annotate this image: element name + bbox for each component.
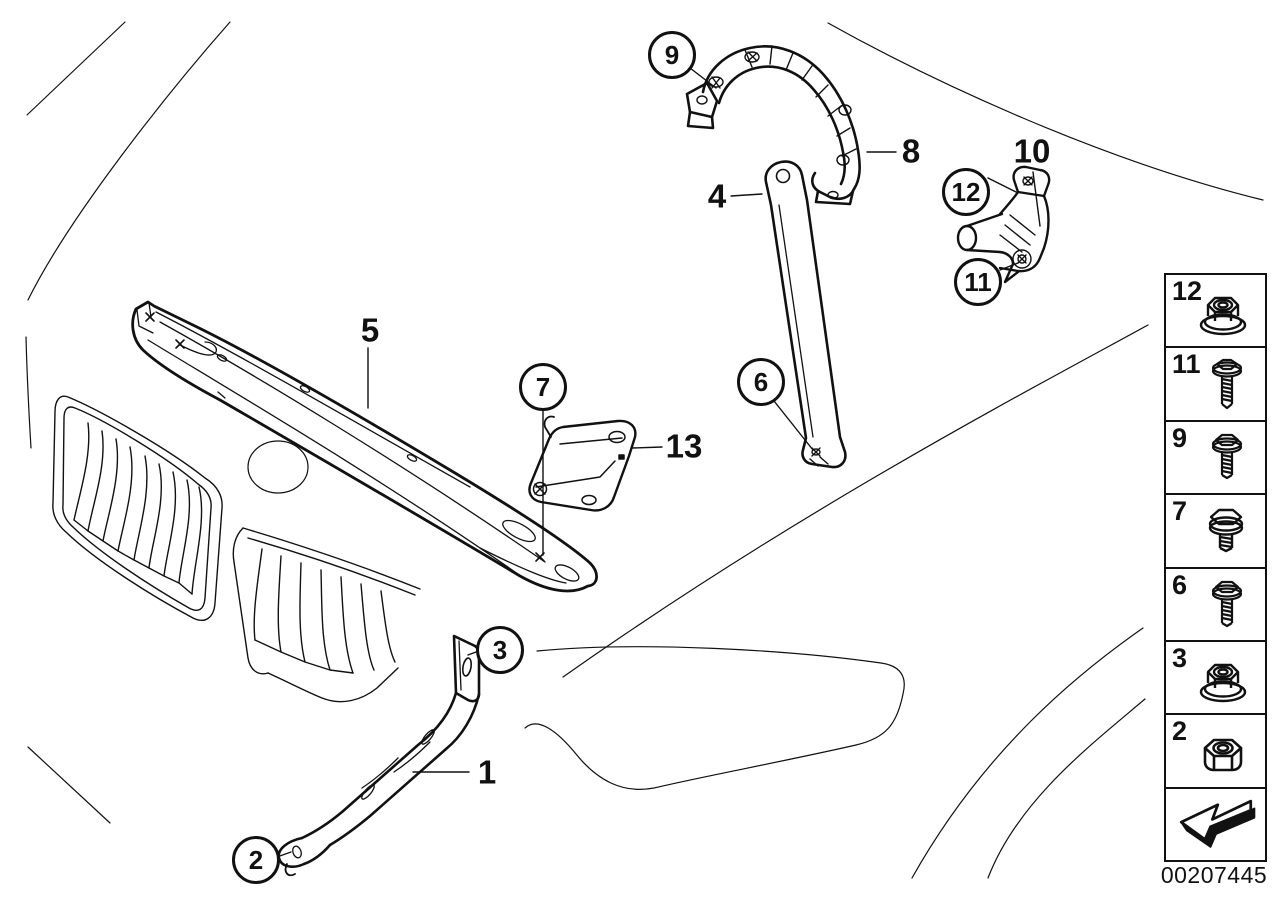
legend-number: 11 [1172, 349, 1201, 380]
callout-circle-6[interactable]: 6 [737, 358, 785, 406]
callout-circle-12[interactable]: 12 [942, 168, 990, 216]
image-code: 00207445 [1160, 862, 1268, 888]
part-8-arch-bracket [685, 45, 861, 206]
callout-number: 7 [535, 372, 551, 402]
callout-circle-11[interactable]: 11 [954, 258, 1002, 306]
hex-nut-icon [1203, 738, 1242, 772]
direction-arrow-icon [1179, 800, 1255, 849]
fastener-legend: 12 11 9 [1164, 273, 1267, 862]
callout-number: 3 [492, 635, 508, 665]
callout-circle-3[interactable]: 3 [476, 626, 524, 674]
bolt-point-marks [145, 312, 545, 562]
legend-number: 7 [1172, 496, 1188, 527]
callout-circle-2[interactable]: 2 [232, 836, 280, 884]
kidney-grille-right [232, 527, 421, 703]
part-label-1: 1 [477, 753, 497, 791]
legend-number: 9 [1172, 422, 1188, 453]
part-4-strut [764, 160, 847, 469]
callout-number: 9 [664, 40, 680, 70]
callout-number: 11 [964, 267, 992, 297]
legend-number: 2 [1172, 716, 1188, 747]
car-body-outline [25, 21, 1264, 879]
flange-bolt-icon [1211, 434, 1242, 480]
legend-item-3[interactable]: 3 [1166, 642, 1265, 716]
flange-bolt-icon [1211, 581, 1242, 628]
leader-lines [276, 67, 1041, 858]
legend-number: 6 [1172, 569, 1188, 600]
part-label-5: 5 [360, 311, 380, 349]
legend-direction-cell[interactable] [1166, 789, 1265, 860]
part-10-bracket [956, 165, 1051, 284]
part-13-bracket [528, 415, 637, 512]
legend-item-12[interactable]: 12 [1166, 275, 1265, 349]
legend-item-11[interactable]: 11 [1166, 348, 1265, 422]
kidney-grille-left [52, 395, 223, 621]
part-label-10: 10 [1013, 132, 1051, 170]
legend-item-6[interactable]: 6 [1166, 569, 1265, 642]
legend-number: 3 [1172, 642, 1188, 673]
callout-number: 12 [951, 177, 981, 207]
flange-bolt-long-icon [1211, 358, 1242, 410]
part-label-8: 8 [901, 132, 921, 170]
part-label-4: 4 [707, 177, 727, 215]
legend-item-9[interactable]: 9 [1166, 422, 1265, 496]
callout-circle-9[interactable]: 9 [648, 31, 696, 79]
callout-number: 6 [753, 367, 769, 397]
legend-number: 12 [1172, 276, 1203, 306]
flange-nut-icon [1199, 663, 1246, 702]
legend-item-2[interactable]: 2 [1166, 715, 1265, 789]
legend-item-7[interactable]: 7 [1166, 495, 1265, 569]
flange-bolt-short-icon [1208, 508, 1243, 553]
part-5-cross-member [131, 300, 598, 593]
callout-number: 2 [248, 845, 264, 875]
flange-nut-icon [1199, 296, 1246, 335]
callout-circle-7[interactable]: 7 [519, 363, 567, 411]
part-label-13: 13 [665, 427, 703, 465]
part-1-strut [277, 634, 481, 877]
